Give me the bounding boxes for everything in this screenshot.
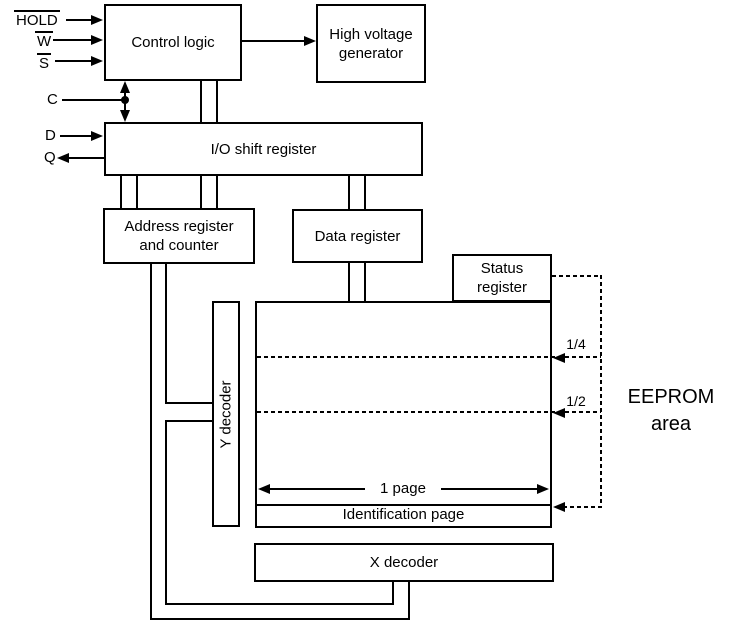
control-logic-label: Control logic bbox=[131, 34, 215, 51]
signal-label-s: S bbox=[37, 53, 52, 72]
io-data-bus-line2 bbox=[364, 176, 366, 211]
s-overline: S bbox=[37, 53, 52, 72]
bracket-vertical-dashed bbox=[600, 275, 602, 508]
address-bus-bottom-outer bbox=[150, 618, 410, 620]
status-register-label-line1: Status bbox=[480, 260, 524, 277]
y-decoder-label: Y decoder bbox=[217, 379, 235, 449]
io-data-bus-line1 bbox=[348, 176, 350, 211]
io-address-bus-mid-line2 bbox=[216, 176, 218, 210]
status-register-block: Status register bbox=[452, 254, 552, 302]
x-decoder-label: X decoder bbox=[369, 554, 439, 571]
eeprom-area-label: EEPROM area bbox=[606, 384, 735, 438]
io-shift-register-label: I/O shift register bbox=[210, 140, 317, 158]
data-array-bus-line1 bbox=[348, 262, 350, 303]
y-decoder-branch-bottom bbox=[165, 420, 212, 422]
quarter-arrowhead-icon bbox=[553, 353, 565, 363]
data-register-block: Data register bbox=[292, 209, 423, 263]
bracket-bottom-arrowhead-icon bbox=[553, 502, 565, 512]
address-register-label-line2: and counter bbox=[139, 237, 219, 254]
signal-label-d: D bbox=[45, 127, 56, 144]
d-wire bbox=[60, 135, 92, 137]
q-wire bbox=[68, 157, 104, 159]
c-down-arrowhead-icon bbox=[120, 110, 130, 122]
address-bus-outer-vertical bbox=[150, 262, 152, 620]
hv-arrowhead-icon bbox=[304, 36, 316, 46]
control-io-bus-line1 bbox=[200, 81, 202, 122]
one-page-right-arrowhead-icon bbox=[537, 484, 549, 494]
w-arrowhead-icon bbox=[91, 35, 103, 45]
c-up-arrowhead-icon bbox=[120, 81, 130, 93]
half-label: 1/2 bbox=[566, 393, 586, 409]
w-wire bbox=[53, 39, 92, 41]
y-decoder-branch-top bbox=[165, 402, 212, 404]
x-decoder-stub-outer bbox=[408, 582, 410, 620]
address-register-label-line1: Address register bbox=[124, 218, 234, 235]
bracket-bottom-dashed bbox=[556, 506, 602, 508]
half-arrowhead-icon bbox=[553, 408, 565, 418]
hold-arrowhead-icon bbox=[91, 15, 103, 25]
identification-page-label: Identification page bbox=[342, 506, 465, 523]
data-array-bus-line2 bbox=[364, 262, 366, 303]
bracket-top-dashed bbox=[552, 275, 602, 277]
y-decoder-block: Y decoder bbox=[212, 301, 240, 527]
control-io-bus-line2 bbox=[216, 81, 218, 122]
quarter-label: 1/4 bbox=[566, 336, 586, 352]
address-bus-inner-vertical-lower bbox=[165, 420, 167, 605]
one-page-left-arrowhead-icon bbox=[258, 484, 270, 494]
io-shift-register-block: I/O shift register bbox=[104, 122, 423, 176]
control-logic-block: Control logic bbox=[104, 4, 242, 81]
c-vertical-wire bbox=[124, 92, 126, 112]
control-to-hv-wire bbox=[242, 40, 305, 42]
eeprom-area-label-line1: EEPROM bbox=[627, 386, 715, 408]
eeprom-area-label-line2: area bbox=[650, 413, 692, 435]
q-arrowhead-icon bbox=[57, 153, 69, 163]
status-register-label-line2: register bbox=[476, 279, 528, 296]
address-bus-bottom-inner bbox=[165, 603, 394, 605]
signal-label-w: W bbox=[35, 31, 54, 50]
x-decoder-block: X decoder bbox=[254, 543, 554, 582]
io-address-bus-mid-line1 bbox=[200, 176, 202, 210]
d-arrowhead-icon bbox=[91, 131, 103, 141]
address-register-block: Address register and counter bbox=[103, 208, 255, 264]
quarter-dashed-line bbox=[257, 356, 601, 358]
w-overline: W bbox=[35, 31, 54, 50]
x-decoder-stub-inner bbox=[392, 582, 394, 605]
hold-wire bbox=[66, 19, 92, 21]
signal-label-hold: HOLD bbox=[14, 10, 60, 29]
io-address-bus-left-line2 bbox=[136, 176, 138, 210]
signal-label-q: Q bbox=[44, 149, 56, 166]
hv-generator-label-line1: High voltage bbox=[329, 25, 413, 43]
high-voltage-generator-block: High voltage generator bbox=[316, 4, 426, 83]
data-register-label: Data register bbox=[314, 227, 401, 245]
signal-label-c: C bbox=[47, 91, 58, 108]
c-wire bbox=[62, 99, 126, 101]
s-wire bbox=[55, 60, 92, 62]
io-address-bus-left-line1 bbox=[120, 176, 122, 210]
half-dashed-line bbox=[257, 411, 601, 413]
one-page-label: 1 page bbox=[365, 480, 441, 498]
identification-page-divider bbox=[257, 504, 550, 506]
hold-overline: HOLD bbox=[14, 10, 60, 29]
hv-generator-label-line2: generator bbox=[338, 44, 404, 62]
address-bus-inner-vertical-upper bbox=[165, 262, 167, 404]
s-arrowhead-icon bbox=[91, 56, 103, 66]
